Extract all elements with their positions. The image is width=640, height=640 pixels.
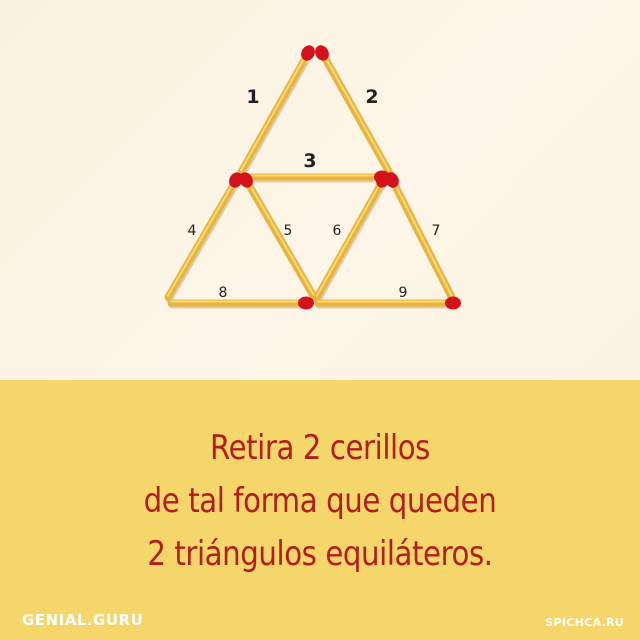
matchstick-4[interactable]	[164, 170, 246, 303]
puzzle-area: 1 2 3 4 5 6 7 8 9	[0, 0, 640, 380]
match-head-icon	[229, 172, 243, 188]
match-label-2: 2	[365, 86, 378, 108]
matchstick-highlight	[321, 50, 390, 172]
matchstick-3[interactable]	[236, 170, 390, 184]
matchstick-highlight	[240, 50, 309, 172]
brand-logo-right: SPICHCA.RU	[545, 616, 624, 629]
matchstick-highlight	[245, 177, 315, 297]
match-label-4: 4	[188, 223, 197, 239]
match-label-1: 1	[246, 86, 259, 108]
brand-logo-left: GENIAL.GURU	[22, 611, 144, 629]
match-label-9: 9	[399, 285, 408, 301]
match-head-icon	[445, 296, 461, 310]
match-label-7: 7	[432, 223, 441, 239]
matchstick-highlight	[391, 177, 454, 300]
matchstick-8[interactable]	[167, 296, 314, 310]
question-line-3: 2 triángulos equiláteros.	[147, 534, 493, 574]
matchstick-highlight	[316, 177, 384, 297]
matchstick-6[interactable]	[313, 170, 393, 303]
question-line-2: de tal forma que queden	[143, 481, 497, 521]
matchstick-highlight	[167, 177, 237, 297]
matchstick-1[interactable]	[237, 43, 318, 178]
match-head-icon	[239, 172, 253, 188]
match-label-6: 6	[333, 223, 342, 239]
question-line-1: Retira 2 cerillos	[210, 428, 430, 468]
match-label-5: 5	[284, 223, 293, 239]
matchstick-5[interactable]	[236, 170, 319, 303]
match-head-icon	[315, 45, 329, 61]
match-label-8: 8	[219, 285, 228, 301]
caption-panel	[0, 380, 640, 640]
matchstick-2[interactable]	[312, 43, 394, 178]
matchstick-puzzle: 1 2 3 4 5 6 7 8 9	[164, 43, 461, 310]
match-label-3: 3	[303, 150, 316, 172]
match-head-icon	[301, 45, 315, 61]
match-head-icon	[298, 296, 314, 310]
puzzle-question: Retira 2 cerillos de tal forma que quede…	[0, 422, 640, 581]
matchstick-7[interactable]	[383, 170, 458, 306]
match-head-icon	[385, 172, 399, 188]
matchstick-9[interactable]	[314, 296, 461, 310]
